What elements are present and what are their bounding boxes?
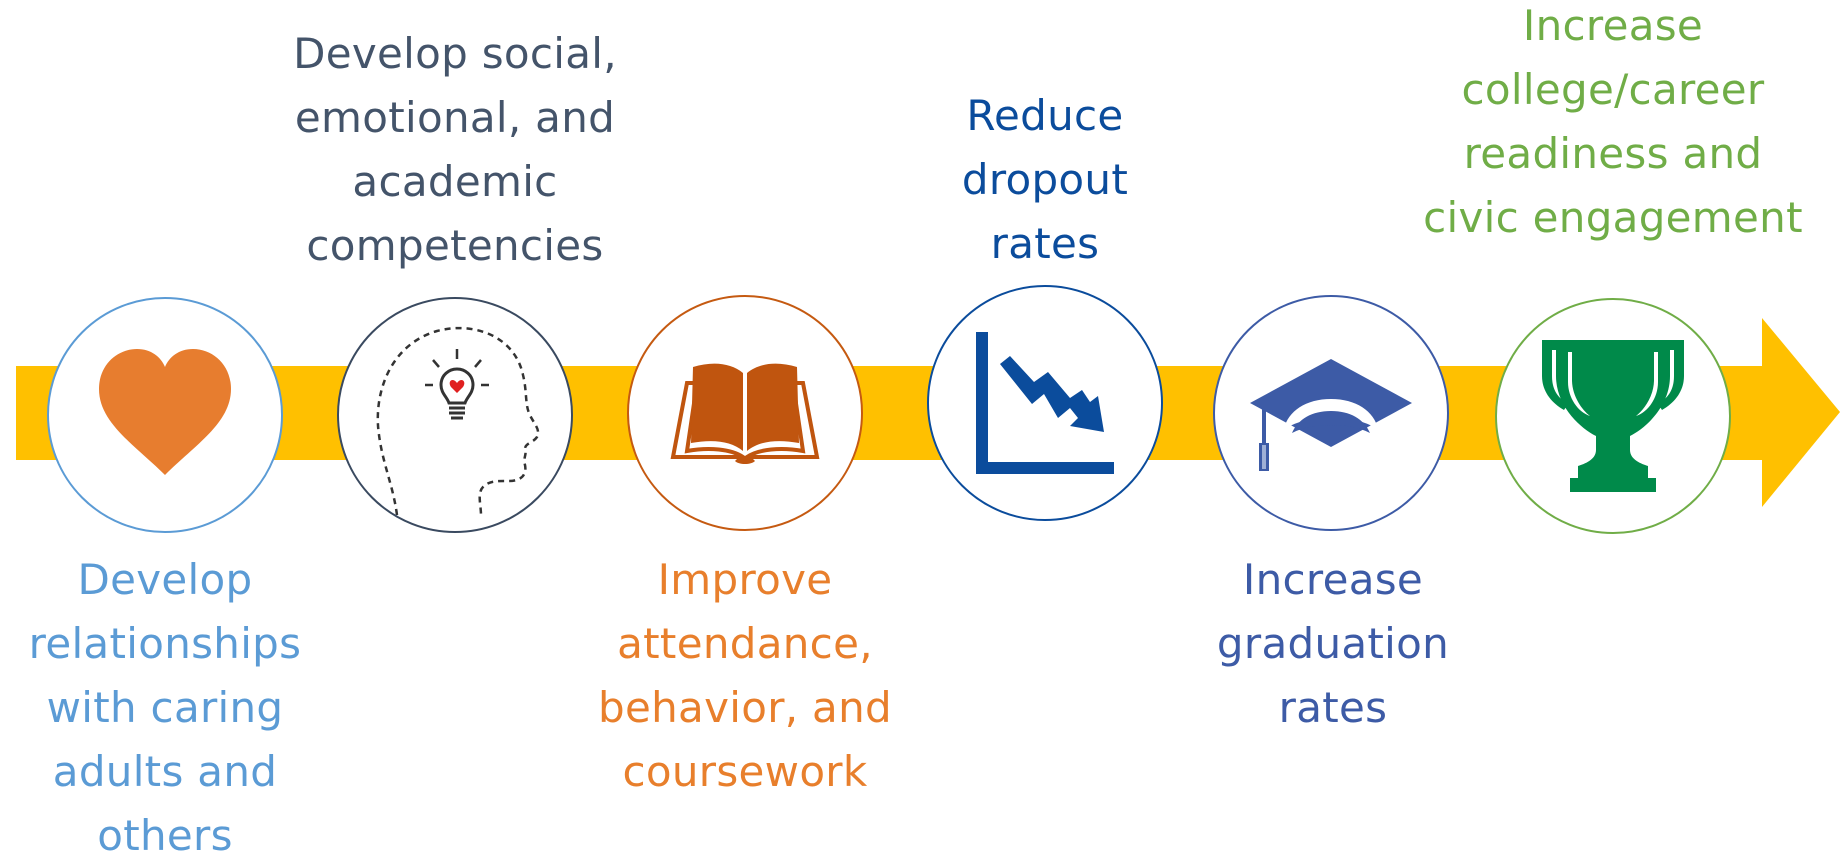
graduation-cap-icon [1250, 359, 1412, 471]
step-6-line-1: Increase [1522, 1, 1704, 50]
step-4-line-2: dropout [961, 155, 1129, 204]
step-5-line-2: graduation [1216, 619, 1450, 668]
arrow-shaft [16, 366, 1786, 460]
step-6-line-2: college/career [1461, 65, 1765, 114]
step-5-label: Increase graduation rates [1143, 548, 1523, 740]
step-4-line-1: Reduce [966, 91, 1124, 140]
step-6-label: Increase college/career readiness and ci… [1423, 0, 1803, 250]
step-4-label: Reduce dropout rates [855, 84, 1235, 276]
declining-chart-icon [976, 332, 1114, 474]
step-2-label: Develop social, emotional, and academic … [265, 22, 645, 278]
step-2-line-2: emotional, and [294, 93, 616, 142]
arrow-head [1762, 318, 1840, 507]
step-3-line-3: behavior, and [598, 683, 892, 732]
step-3-label: Improve attendance, behavior, and course… [555, 548, 935, 804]
step-3-circle [627, 295, 863, 531]
step-1-line-2: relationships [28, 619, 302, 668]
step-2-circle [337, 297, 573, 533]
step-5-line-3: rates [1278, 683, 1388, 732]
step-4-line-3: rates [990, 219, 1100, 268]
step-6-line-3: readiness and [1463, 129, 1763, 178]
step-1-label: Develop relationships with caring adults… [0, 548, 355, 868]
open-book-icon [670, 363, 820, 464]
step-2-line-3: academic [352, 157, 558, 206]
step-5-line-1: Increase [1242, 555, 1424, 604]
step-3-line-2: attendance, [617, 619, 873, 668]
heart-icon [99, 349, 231, 475]
step-3-line-4: coursework [622, 747, 868, 796]
step-5-circle [1213, 295, 1449, 531]
step-1-line-5: others [97, 811, 233, 860]
step-2-line-1: Develop social, [293, 29, 617, 78]
step-1-line-3: with caring [46, 683, 284, 732]
step-6-circle [1495, 298, 1731, 534]
step-1-line-4: adults and [52, 747, 278, 796]
head-lightbulb-icon [376, 326, 540, 515]
step-1-circle [47, 297, 283, 533]
trophy-icon [1542, 340, 1684, 492]
step-2-line-4: competencies [306, 221, 604, 270]
step-1-line-1: Develop [77, 555, 253, 604]
step-4-circle [927, 285, 1163, 521]
step-3-line-1: Improve [657, 555, 833, 604]
step-6-line-4: civic engagement [1423, 193, 1803, 242]
